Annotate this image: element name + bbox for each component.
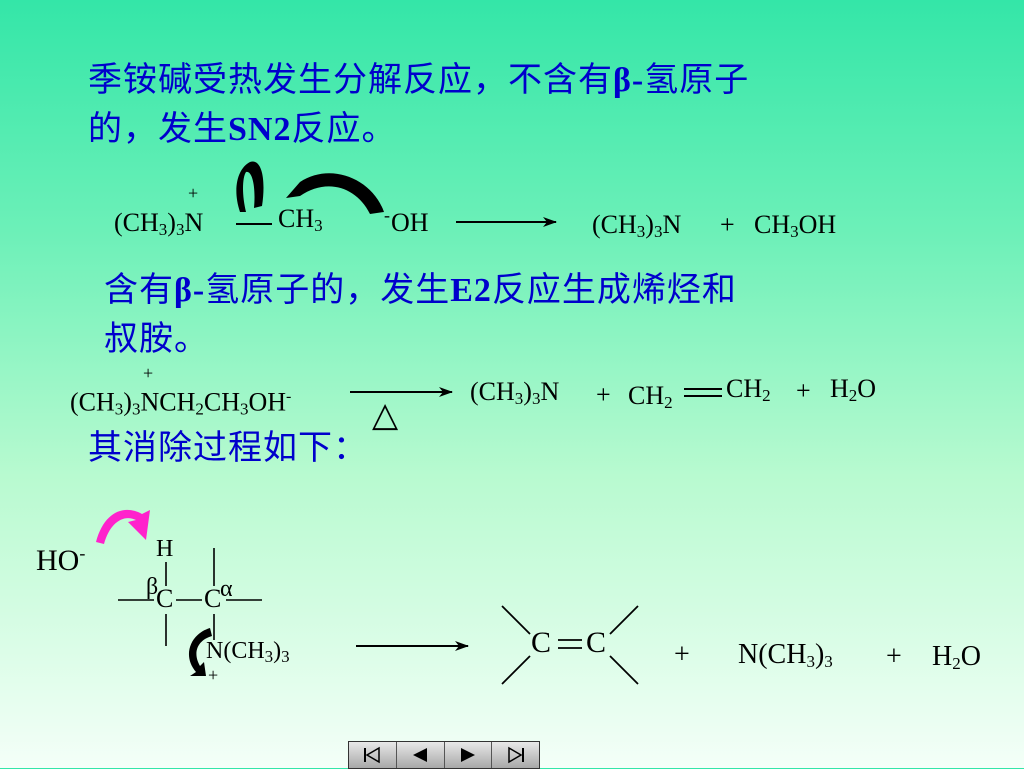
slide-navigation [348,741,540,769]
r2-ethene-right: CH2 [726,374,771,405]
mech-water: H2O [932,641,981,673]
r1-methyl: CH3 [278,204,323,235]
r2-plus1: + [596,380,611,409]
first-icon [364,746,381,764]
r1-product-amine: (CH3)3N [592,210,682,241]
alkene-sub-ll [501,655,531,685]
mech-beta: β [146,574,159,600]
mech-leaving-group: N(CH3)3 [206,638,290,666]
last-slide-button[interactable] [492,742,539,768]
mech-hydroxide: HO- [36,543,86,577]
r1-trimethylammonium: (CH3)3N [114,208,204,239]
r2-heat-symbol: △ [372,395,399,435]
r1-plus-charge: + [188,183,199,203]
alkene-sub-ur [609,605,639,635]
mech-alkene-c1: C [531,626,552,659]
r1-plus: + [720,210,735,239]
alkene-sub-ul [501,605,531,635]
sn2-description: 季铵碱受热发生分解反应，不含有β-氢原子 的，发生SN2反应。 [88,60,750,149]
alkene-sub-lr [609,655,639,685]
e2-description: 含有β-氢原子的，发生E2反应生成烯烃和 叔胺。 [104,270,737,359]
r1-methanol: CH3OH [754,210,837,241]
mech-beta-carbon: C [156,584,174,613]
r1-curved-arrow-attack [286,173,384,214]
mech-plus2: + [886,641,902,672]
last-icon [507,746,524,764]
r2-plus2: + [796,376,811,405]
process-description: 其消除过程如下： [88,428,368,468]
first-slide-button[interactable] [349,742,397,768]
mech-product-amine: N(CH3)3 [738,639,833,671]
mech-plus1: + [674,639,690,670]
prev-icon [413,748,428,762]
r2-water: H2O [830,374,877,405]
r1-hydroxide: OH [391,208,429,237]
previous-slide-button[interactable] [396,742,445,768]
mech-plus-charge: + [208,665,219,685]
mech-magenta-arrow [96,509,150,544]
r1-curved-arrow-bond [236,161,264,212]
r2-reactant: (CH3)3NCH2CH3OH- [70,387,292,419]
mech-alpha: α [220,576,233,602]
r1-minus-charge: - [384,205,390,225]
mech-black-arrow [188,628,212,676]
r2-plus-charge: + [143,363,154,383]
mech-alkene-c2: C [586,626,607,659]
r2-product-amine: (CH3)3N [470,377,560,408]
mech-hydrogen: H [156,536,174,562]
mech-alpha-carbon: C [204,584,222,613]
next-icon [460,748,475,762]
next-slide-button[interactable] [444,742,493,768]
r2-ethene-left: CH2 [628,381,673,412]
